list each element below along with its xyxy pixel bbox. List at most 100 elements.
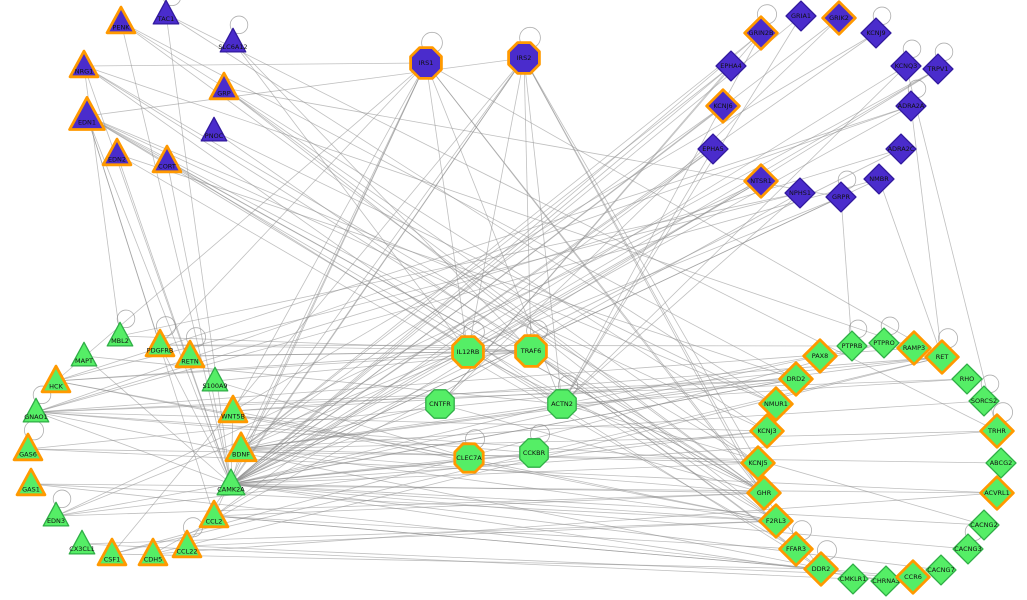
edge: [230, 403, 441, 485]
self-loop-edge: [32, 385, 52, 405]
self-loop-edge: [163, 0, 181, 7]
node-IRS1[interactable]: IRS1: [409, 46, 443, 80]
node-TRAF6[interactable]: TRAF6: [514, 334, 548, 368]
node-GAS1[interactable]: GAS1: [15, 467, 47, 497]
edge: [523, 57, 759, 464]
triangle-node-shape: [198, 499, 230, 529]
edge: [523, 57, 765, 494]
edge: [213, 130, 777, 522]
node-CNTFR[interactable]: CNTFR: [425, 389, 455, 419]
node-CCL22[interactable]: CCL22: [171, 529, 203, 559]
node-CLEC7A[interactable]: CLEC7A: [453, 442, 485, 474]
edge: [230, 180, 762, 485]
edge: [230, 483, 985, 526]
diamond-node-shape: [885, 133, 917, 165]
edge: [189, 351, 469, 357]
triangle-node-shape: [68, 49, 100, 79]
node-MAPT[interactable]: MAPT: [70, 341, 98, 367]
octagon-node-shape: [507, 41, 541, 75]
node-RHO[interactable]: RHO: [951, 363, 983, 395]
node-NRG1[interactable]: NRG1: [68, 49, 100, 79]
diamond-node-shape: [860, 17, 892, 49]
node-EPHA5[interactable]: EPHA5: [697, 133, 729, 165]
node-ABCG2[interactable]: ABCG2: [985, 447, 1017, 479]
node-IRS2[interactable]: IRS2: [507, 41, 541, 75]
edge: [55, 430, 768, 517]
triangle-node-shape: [101, 137, 133, 167]
node-PDGFRB[interactable]: PDGFRB: [144, 328, 176, 358]
node-PTPRO[interactable]: PTPRO: [868, 327, 900, 359]
node-NTSR1[interactable]: NTSR1: [743, 163, 779, 199]
node-PENK[interactable]: PENK: [105, 5, 137, 35]
node-SLC6A12[interactable]: SLC6A12: [218, 27, 248, 53]
node-CMKLR1[interactable]: CMKLR1: [837, 563, 869, 595]
self-loop-edge: [52, 489, 72, 509]
node-KCNJ9[interactable]: KCNJ9: [860, 17, 892, 49]
node-TAC1[interactable]: TAC1: [152, 0, 180, 25]
node-TRHR[interactable]: TRHR: [979, 413, 1015, 449]
edge: [561, 378, 968, 405]
triangle-node-shape: [106, 321, 134, 347]
edge: [35, 411, 535, 454]
node-CACNG3[interactable]: CACNG3: [952, 533, 984, 565]
edge: [223, 87, 842, 198]
diamond-node-shape: [836, 330, 868, 362]
node-IL12RB[interactable]: IL12RB: [451, 335, 485, 369]
node-GRIA1[interactable]: GRIA1: [785, 0, 817, 32]
self-loop-edge: [155, 316, 176, 337]
node-PTPRB[interactable]: PTPRB: [836, 330, 868, 362]
node-CHRNA3[interactable]: CHRNA3: [870, 565, 902, 597]
node-CACNG2[interactable]: CACNG2: [968, 509, 1000, 541]
node-TRPV1[interactable]: TRPV1: [922, 53, 954, 85]
node-CACNG7[interactable]: CACNG7: [925, 554, 957, 586]
edge: [230, 65, 732, 485]
node-ACVRL1[interactable]: ACVRL1: [979, 475, 1015, 511]
triangle-node-shape: [70, 341, 98, 367]
node-HCK[interactable]: HCK: [40, 364, 72, 394]
triangle-node-shape: [200, 116, 228, 142]
edge: [905, 65, 998, 432]
node-DDR2[interactable]: DDR2: [803, 551, 839, 587]
node-ADRA2A[interactable]: ADRA2A: [895, 90, 927, 122]
edge: [240, 32, 762, 450]
edge: [439, 403, 765, 494]
node-GRIN2B[interactable]: GRIN2B: [743, 15, 779, 51]
edge: [86, 115, 768, 432]
diamond-node-shape: [758, 503, 794, 539]
edge: [530, 350, 797, 550]
node-KCNJ5[interactable]: KCNJ5: [740, 445, 776, 481]
node-EDN1[interactable]: EDN1: [68, 96, 106, 131]
edge: [439, 17, 840, 405]
node-CX3CL1[interactable]: CX3CL1: [68, 529, 96, 555]
triangle-node-shape: [219, 27, 247, 53]
octagon-node-shape: [514, 334, 548, 368]
node-ADRA2C[interactable]: ADRA2C: [885, 133, 917, 165]
triangle-node-shape: [201, 366, 229, 392]
edge: [55, 62, 427, 382]
triangle-node-shape: [137, 537, 169, 567]
edge: [55, 180, 762, 517]
triangle-node-shape: [171, 529, 203, 559]
node-GAS6[interactable]: GAS6: [12, 432, 44, 462]
edge: [55, 105, 912, 382]
edge-layer: [27, 13, 1002, 582]
edge: [439, 32, 762, 405]
node-RET[interactable]: RET: [924, 339, 960, 375]
node-NMBR[interactable]: NMBR: [863, 163, 895, 195]
node-PNOC[interactable]: PNOC: [200, 116, 228, 142]
node-EDN2[interactable]: EDN2: [101, 137, 133, 167]
node-CCKBR[interactable]: CCKBR: [519, 438, 549, 468]
node-ACTN2[interactable]: ACTN2: [547, 389, 577, 419]
octagon-node-shape: [409, 46, 443, 80]
diamond-node-shape: [979, 475, 1015, 511]
node-KCNJ6[interactable]: KCNJ6: [705, 88, 741, 124]
node-SORCS2[interactable]: SORCS2: [968, 385, 1000, 417]
edge: [30, 483, 777, 522]
node-GNAO1[interactable]: GNAO1: [22, 397, 50, 423]
edge: [232, 41, 532, 352]
node-GRP[interactable]: GRP: [208, 71, 240, 101]
edge: [230, 32, 877, 485]
edge: [83, 65, 943, 358]
node-WNT5B[interactable]: WNT5B: [217, 394, 249, 424]
diamond-node-shape: [743, 163, 779, 199]
